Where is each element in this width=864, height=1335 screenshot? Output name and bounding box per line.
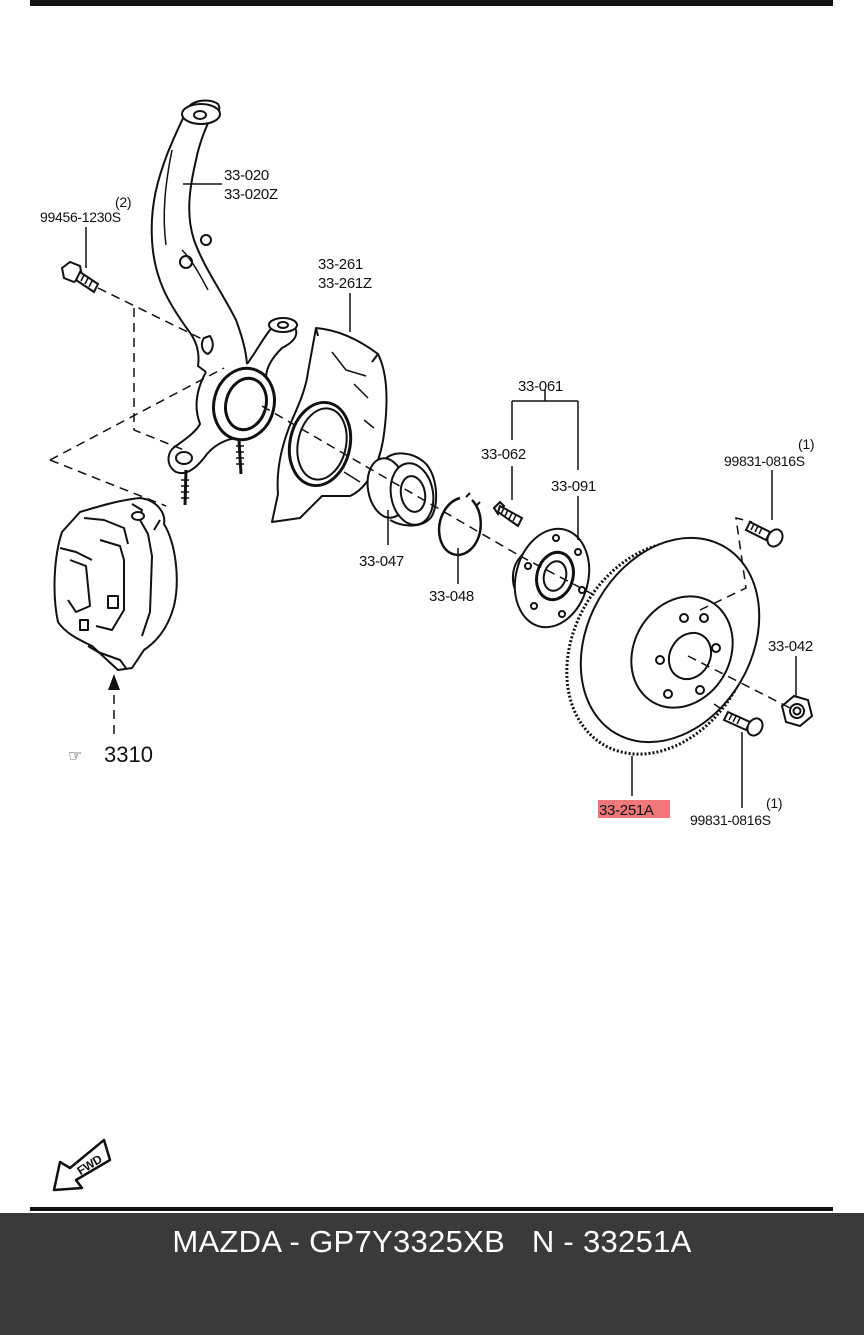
leader-lines <box>85 183 797 808</box>
fwd-arrow-icon: FWD <box>52 1138 112 1192</box>
label-caliper-ref: 3310 <box>104 742 153 767</box>
exploded-view-drawing: 33-020 33-020Z (2) 99456-1230S 33-261 33… <box>40 99 815 1192</box>
disc-label-highlight <box>598 800 670 818</box>
caliper-ref-prefix: ☞ <box>68 748 82 765</box>
brake-disc <box>565 536 761 756</box>
label-snap-ring: 33-048 <box>429 588 474 605</box>
wheel-bearing <box>366 452 438 527</box>
snap-ring <box>437 492 482 557</box>
label-hub-assembly: 33-061 <box>518 378 563 395</box>
label-nut: 33-042 <box>768 638 813 655</box>
label-screw-bottom-part: 99831-0816S <box>690 812 771 828</box>
label-bearing: 33-047 <box>359 553 404 570</box>
bolt-part <box>60 260 100 294</box>
caliper-ref-arrow <box>108 674 120 690</box>
hub-nut <box>780 694 814 728</box>
label-knuckle-a: 33-020 <box>224 167 269 184</box>
screw-bottom-part <box>722 710 764 737</box>
label-screw-top-part: 99831-0816S <box>724 453 805 469</box>
assembly-dashed-lines <box>49 287 795 740</box>
hub-bolt <box>492 500 524 528</box>
label-knuckle-b: 33-020Z <box>224 186 278 203</box>
screw-top-part <box>744 520 784 548</box>
steering-knuckle <box>150 99 298 506</box>
label-hub: 33-091 <box>551 478 596 495</box>
parts-diagram: 33-020 33-020Z (2) 99456-1230S 33-261 33… <box>30 0 833 1192</box>
brake-caliper <box>53 497 178 671</box>
label-dust-cover-a: 33-261 <box>318 256 363 273</box>
label-dust-cover-b: 33-261Z <box>318 275 372 292</box>
dust-cover <box>271 327 388 523</box>
wheel-hub <box>512 527 591 629</box>
label-screw-top-qty: (1) <box>798 436 814 452</box>
label-hub-bolt: 33-062 <box>481 446 526 463</box>
footer-rule <box>30 1207 833 1211</box>
label-disc-highlighted[interactable]: 33-251A <box>599 802 654 819</box>
label-bolt-qty: (2) <box>115 194 131 210</box>
label-bolt-part: 99456-1230S <box>40 209 121 225</box>
label-screw-bottom-qty: (1) <box>766 795 782 811</box>
footer-caption: MAZDA - GP7Y3325XB N - 33251A <box>172 1224 692 1259</box>
footer-bar <box>0 1213 864 1335</box>
top-rule <box>30 0 833 6</box>
